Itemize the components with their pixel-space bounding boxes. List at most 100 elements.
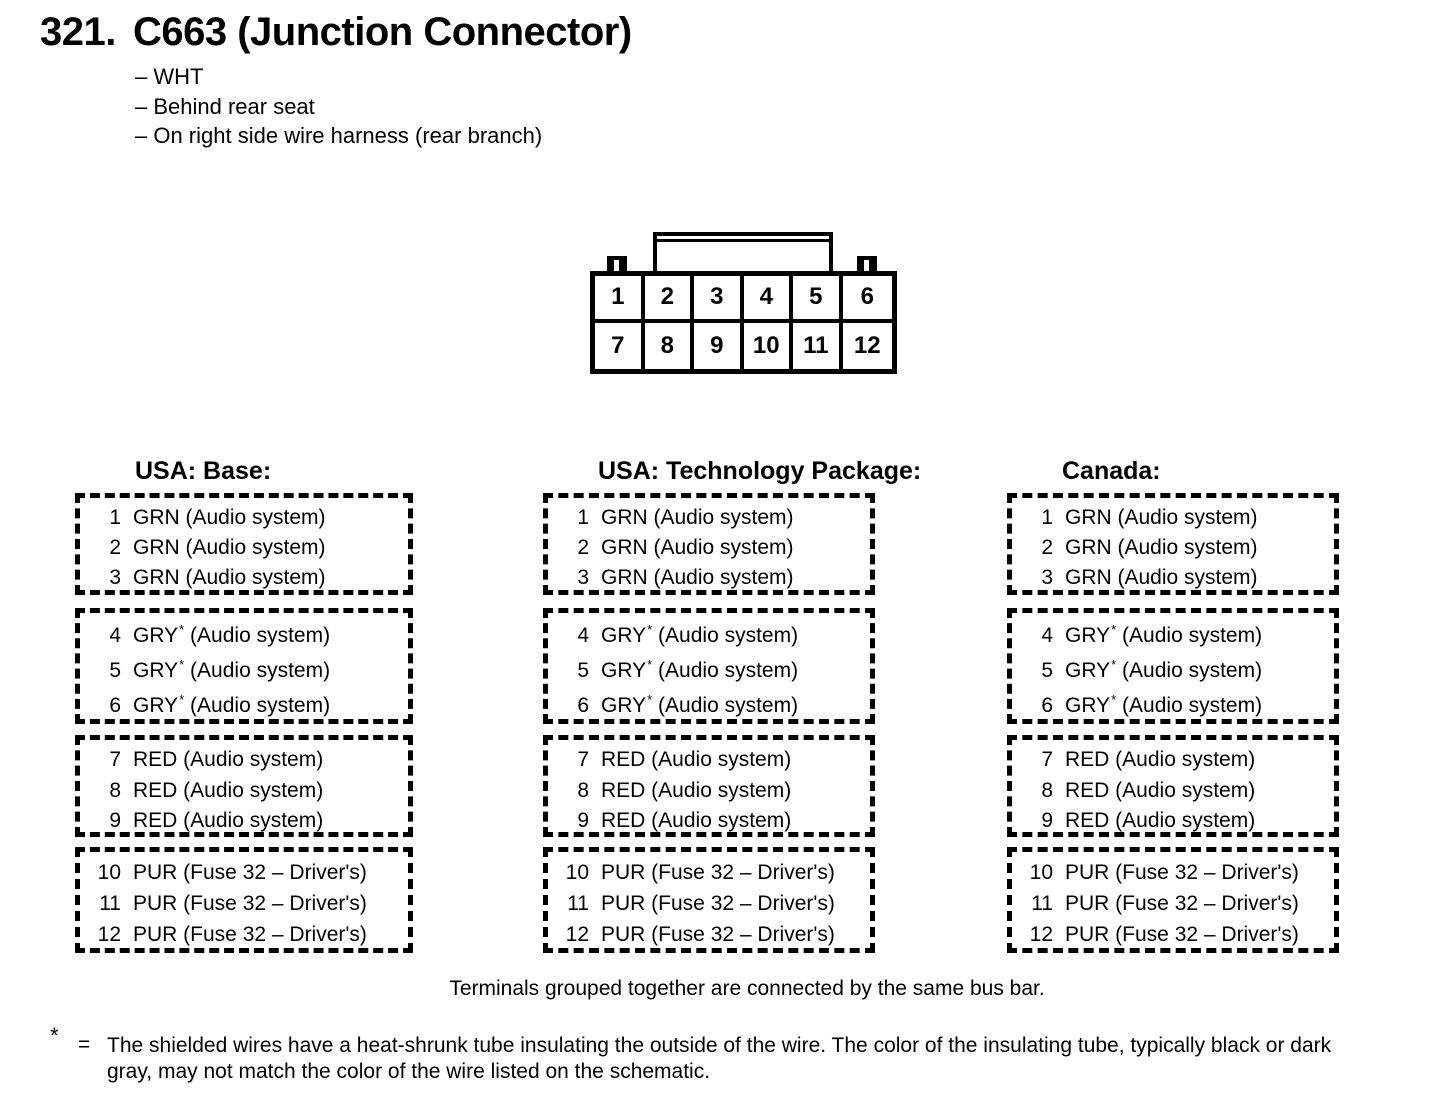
pin-label: GRY* (Audio system) bbox=[601, 621, 799, 647]
shielded-wire-asterisk: * bbox=[179, 621, 185, 637]
wire-color: GRY bbox=[1065, 658, 1111, 682]
connector-pin-cell: 1 bbox=[595, 276, 645, 323]
connector-notch-left bbox=[607, 256, 627, 272]
footnote-line-1: The shielded wires have a heat-shrunk tu… bbox=[107, 1034, 1332, 1057]
wire-color: PUR bbox=[1065, 922, 1110, 946]
connector-details: – WHT – Behind rear seat – On right side… bbox=[135, 62, 542, 151]
pin-number: 9 bbox=[1041, 809, 1053, 833]
pin-label: PUR (Fuse 32 – Driver's) bbox=[1065, 891, 1299, 915]
pin-label: GRN (Audio system) bbox=[133, 536, 326, 559]
wire-color: GRY bbox=[601, 623, 647, 647]
pin-number: 11 bbox=[1031, 891, 1053, 915]
bullet-item: – On right side wire harness (rear branc… bbox=[135, 123, 543, 148]
pin-row: 3 GRN (Audio system) bbox=[1017, 563, 1334, 593]
connector-pin-cell: 12 bbox=[853, 331, 881, 359]
pin-number: 8 bbox=[109, 778, 121, 802]
pin-number: 3 bbox=[1041, 566, 1053, 589]
pin-row: 4 GRY* (Audio system) bbox=[553, 618, 870, 653]
pin-number: 11 bbox=[567, 891, 589, 915]
pin-label: RED (Audio system) bbox=[601, 748, 792, 772]
pin-row: 11 PUR (Fuse 32 – Driver's) bbox=[1017, 888, 1334, 919]
pin-row: 9 RED (Audio system) bbox=[1017, 806, 1334, 837]
pin-label: GRN (Audio system) bbox=[601, 566, 794, 589]
pin-label: RED (Audio system) bbox=[1065, 809, 1256, 833]
pin-number: 4 bbox=[577, 623, 589, 647]
pin-label: GRY* (Audio system) bbox=[133, 621, 331, 647]
pin-number: 2 bbox=[577, 536, 589, 559]
pin-row: 8 RED (Audio system) bbox=[85, 776, 408, 807]
pin-label: GRN (Audio system) bbox=[1065, 566, 1258, 589]
footnote-asterisk: * bbox=[50, 1023, 59, 1048]
wire-color: RED bbox=[1065, 809, 1110, 833]
pin-number: 6 bbox=[109, 693, 121, 717]
wire-color: GRN bbox=[601, 566, 648, 589]
shielded-wire-asterisk: * bbox=[1111, 621, 1117, 637]
connector-pin-cell: 9 bbox=[694, 322, 744, 369]
pin-number: 12 bbox=[565, 922, 589, 946]
footnote-line-2: gray, may not match the color of the wir… bbox=[107, 1060, 711, 1083]
wire-color: RED bbox=[133, 778, 178, 802]
wire-color: RED bbox=[133, 748, 178, 772]
pin-label: GRY* (Audio system) bbox=[1065, 621, 1263, 647]
pin-row: 6 GRY* (Audio system) bbox=[85, 688, 408, 723]
wire-color: GRN bbox=[601, 536, 648, 559]
shielded-wire-asterisk: * bbox=[179, 691, 185, 707]
pin-number: 7 bbox=[109, 748, 121, 772]
wire-color: GRN bbox=[133, 536, 180, 559]
pin-label: GRY* (Audio system) bbox=[1065, 656, 1263, 682]
bus-bar-note: Terminals grouped together are connected… bbox=[449, 977, 1045, 1000]
connector-pin-cell: 8 bbox=[645, 322, 694, 369]
pin-label: PUR (Fuse 32 – Driver's) bbox=[1065, 860, 1299, 884]
connector-pin-cell: 4 bbox=[743, 276, 793, 323]
bullet-item: – Behind rear seat bbox=[135, 93, 315, 119]
pin-number: 1 bbox=[1041, 506, 1053, 529]
pin-number: 7 bbox=[1041, 748, 1053, 772]
pin-number: 10 bbox=[565, 860, 589, 884]
wire-color: PUR bbox=[601, 922, 646, 946]
connector-pin-cell: 2 bbox=[644, 276, 694, 323]
wire-color: GRN bbox=[1065, 566, 1112, 589]
pin-label: PUR (Fuse 32 – Driver's) bbox=[601, 891, 835, 915]
pin-label: GRY* (Audio system) bbox=[601, 656, 799, 682]
wire-color: PUR bbox=[1065, 860, 1110, 884]
pin-number: 9 bbox=[109, 809, 121, 833]
pin-number: 4 bbox=[1041, 623, 1053, 647]
connector-pin-cell: 10 bbox=[744, 322, 793, 369]
wire-color: RED bbox=[1065, 778, 1110, 802]
pin-number: 2 bbox=[1041, 536, 1053, 559]
column-header-usa-base: USA: Base: bbox=[135, 457, 272, 485]
pin-number: 9 bbox=[577, 809, 589, 833]
pin-label: RED (Audio system) bbox=[601, 778, 792, 802]
pin-label: GRY* (Audio system) bbox=[133, 691, 331, 717]
column-header-usa-tech: USA: Technology Package: bbox=[598, 457, 922, 485]
pin-label: PUR (Fuse 32 – Driver's) bbox=[601, 860, 835, 884]
pin-number: 8 bbox=[577, 778, 589, 802]
wire-color: GRN bbox=[1065, 506, 1112, 529]
wire-color: PUR bbox=[1065, 891, 1110, 915]
pin-number: 7 bbox=[577, 748, 589, 772]
pin-label: GRN (Audio system) bbox=[133, 506, 326, 529]
pin-number: 4 bbox=[109, 623, 121, 647]
pin-label: RED (Audio system) bbox=[133, 778, 324, 802]
wire-color: RED bbox=[601, 809, 646, 833]
shielded-wire-asterisk: * bbox=[1111, 691, 1117, 707]
connector-diagram: 1 2 3 4 5 6 7 8 9 10 11 12 bbox=[590, 232, 897, 374]
connector-notch-right bbox=[857, 256, 877, 272]
